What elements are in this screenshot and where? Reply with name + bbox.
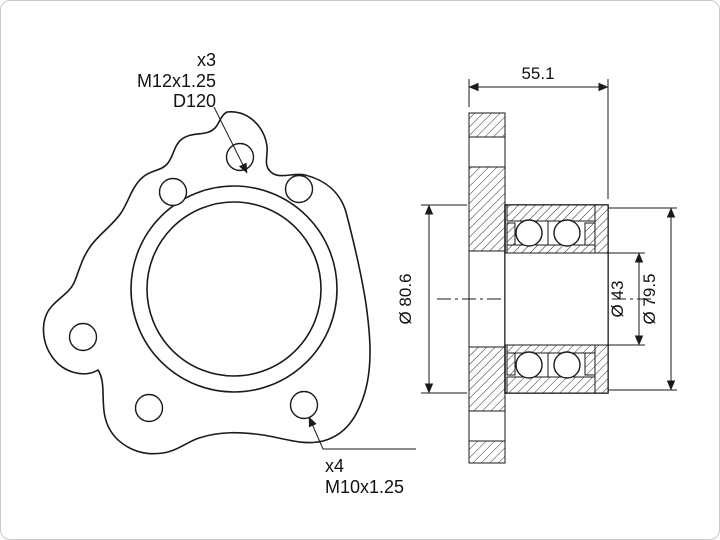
id-dim-label: Ø 79.5 bbox=[640, 273, 659, 324]
stud-thread-label: M12x1.25 bbox=[137, 71, 216, 91]
stud-count-label: x3 bbox=[197, 50, 216, 70]
bolt-thread-label: M10x1.25 bbox=[325, 477, 404, 497]
bearing-inner-ring-bottom bbox=[506, 344, 596, 354]
bolt-hole-bottom-right bbox=[289, 390, 319, 420]
hub-bore bbox=[504, 252, 609, 346]
bearing-outer-ring-bottom bbox=[506, 376, 596, 394]
stud-leader-line bbox=[213, 106, 248, 174]
bearing-seal-bottom-left bbox=[506, 352, 516, 376]
bearing-inner-ring-top bbox=[506, 244, 596, 254]
hub-pilot-outer-circle bbox=[130, 185, 338, 393]
flange-bolt-hole-top bbox=[468, 136, 506, 168]
bearing-seal-top-right bbox=[584, 222, 596, 246]
flange-plate-hatch-bottom bbox=[468, 440, 506, 464]
stud-pcd-label: D120 bbox=[173, 91, 216, 111]
flange-outline bbox=[42, 111, 371, 455]
bolt-hole-left bbox=[68, 322, 98, 352]
bore-dim-label: Ø 43 bbox=[608, 281, 627, 318]
hub-pilot-inner-circle bbox=[146, 201, 322, 377]
bearing-ball-top-left bbox=[515, 219, 543, 247]
bolt-hole-bottom-left bbox=[134, 393, 164, 423]
bolt-hole-top bbox=[225, 142, 255, 172]
bearing-outer-ring-top bbox=[506, 204, 596, 222]
hub-shoulder-top bbox=[594, 204, 609, 254]
bearing-ball-top-right bbox=[553, 219, 581, 247]
width-dim-label: 55.1 bbox=[521, 64, 554, 83]
bearing-ball-bottom-right bbox=[553, 351, 581, 379]
flange-plate-hatch-lower bbox=[468, 346, 506, 412]
bolt-hole-upper-left bbox=[158, 177, 188, 207]
od-dim-label: Ø 80.6 bbox=[396, 273, 415, 324]
bolt-count-label: x4 bbox=[325, 456, 344, 476]
flange-plate-hatch-upper bbox=[468, 166, 506, 252]
bolt-leader-line bbox=[308, 416, 416, 450]
flange-bolt-hole-bottom bbox=[468, 410, 506, 442]
flange-plate-hatch-top bbox=[468, 112, 506, 138]
bearing-seal-bottom-right bbox=[584, 352, 596, 376]
section-view: 55.1 Ø 80.6 Ø 43 Ø 79.5 bbox=[396, 64, 677, 464]
bearing-ball-bottom-left bbox=[515, 351, 543, 379]
bearing-seal-top-left bbox=[506, 222, 516, 246]
front-view: x3 M12x1.25 D120 x4 M10x1.25 bbox=[42, 50, 416, 497]
hub-shoulder-bottom bbox=[594, 344, 609, 394]
bolt-hole-upper-right bbox=[284, 174, 314, 204]
